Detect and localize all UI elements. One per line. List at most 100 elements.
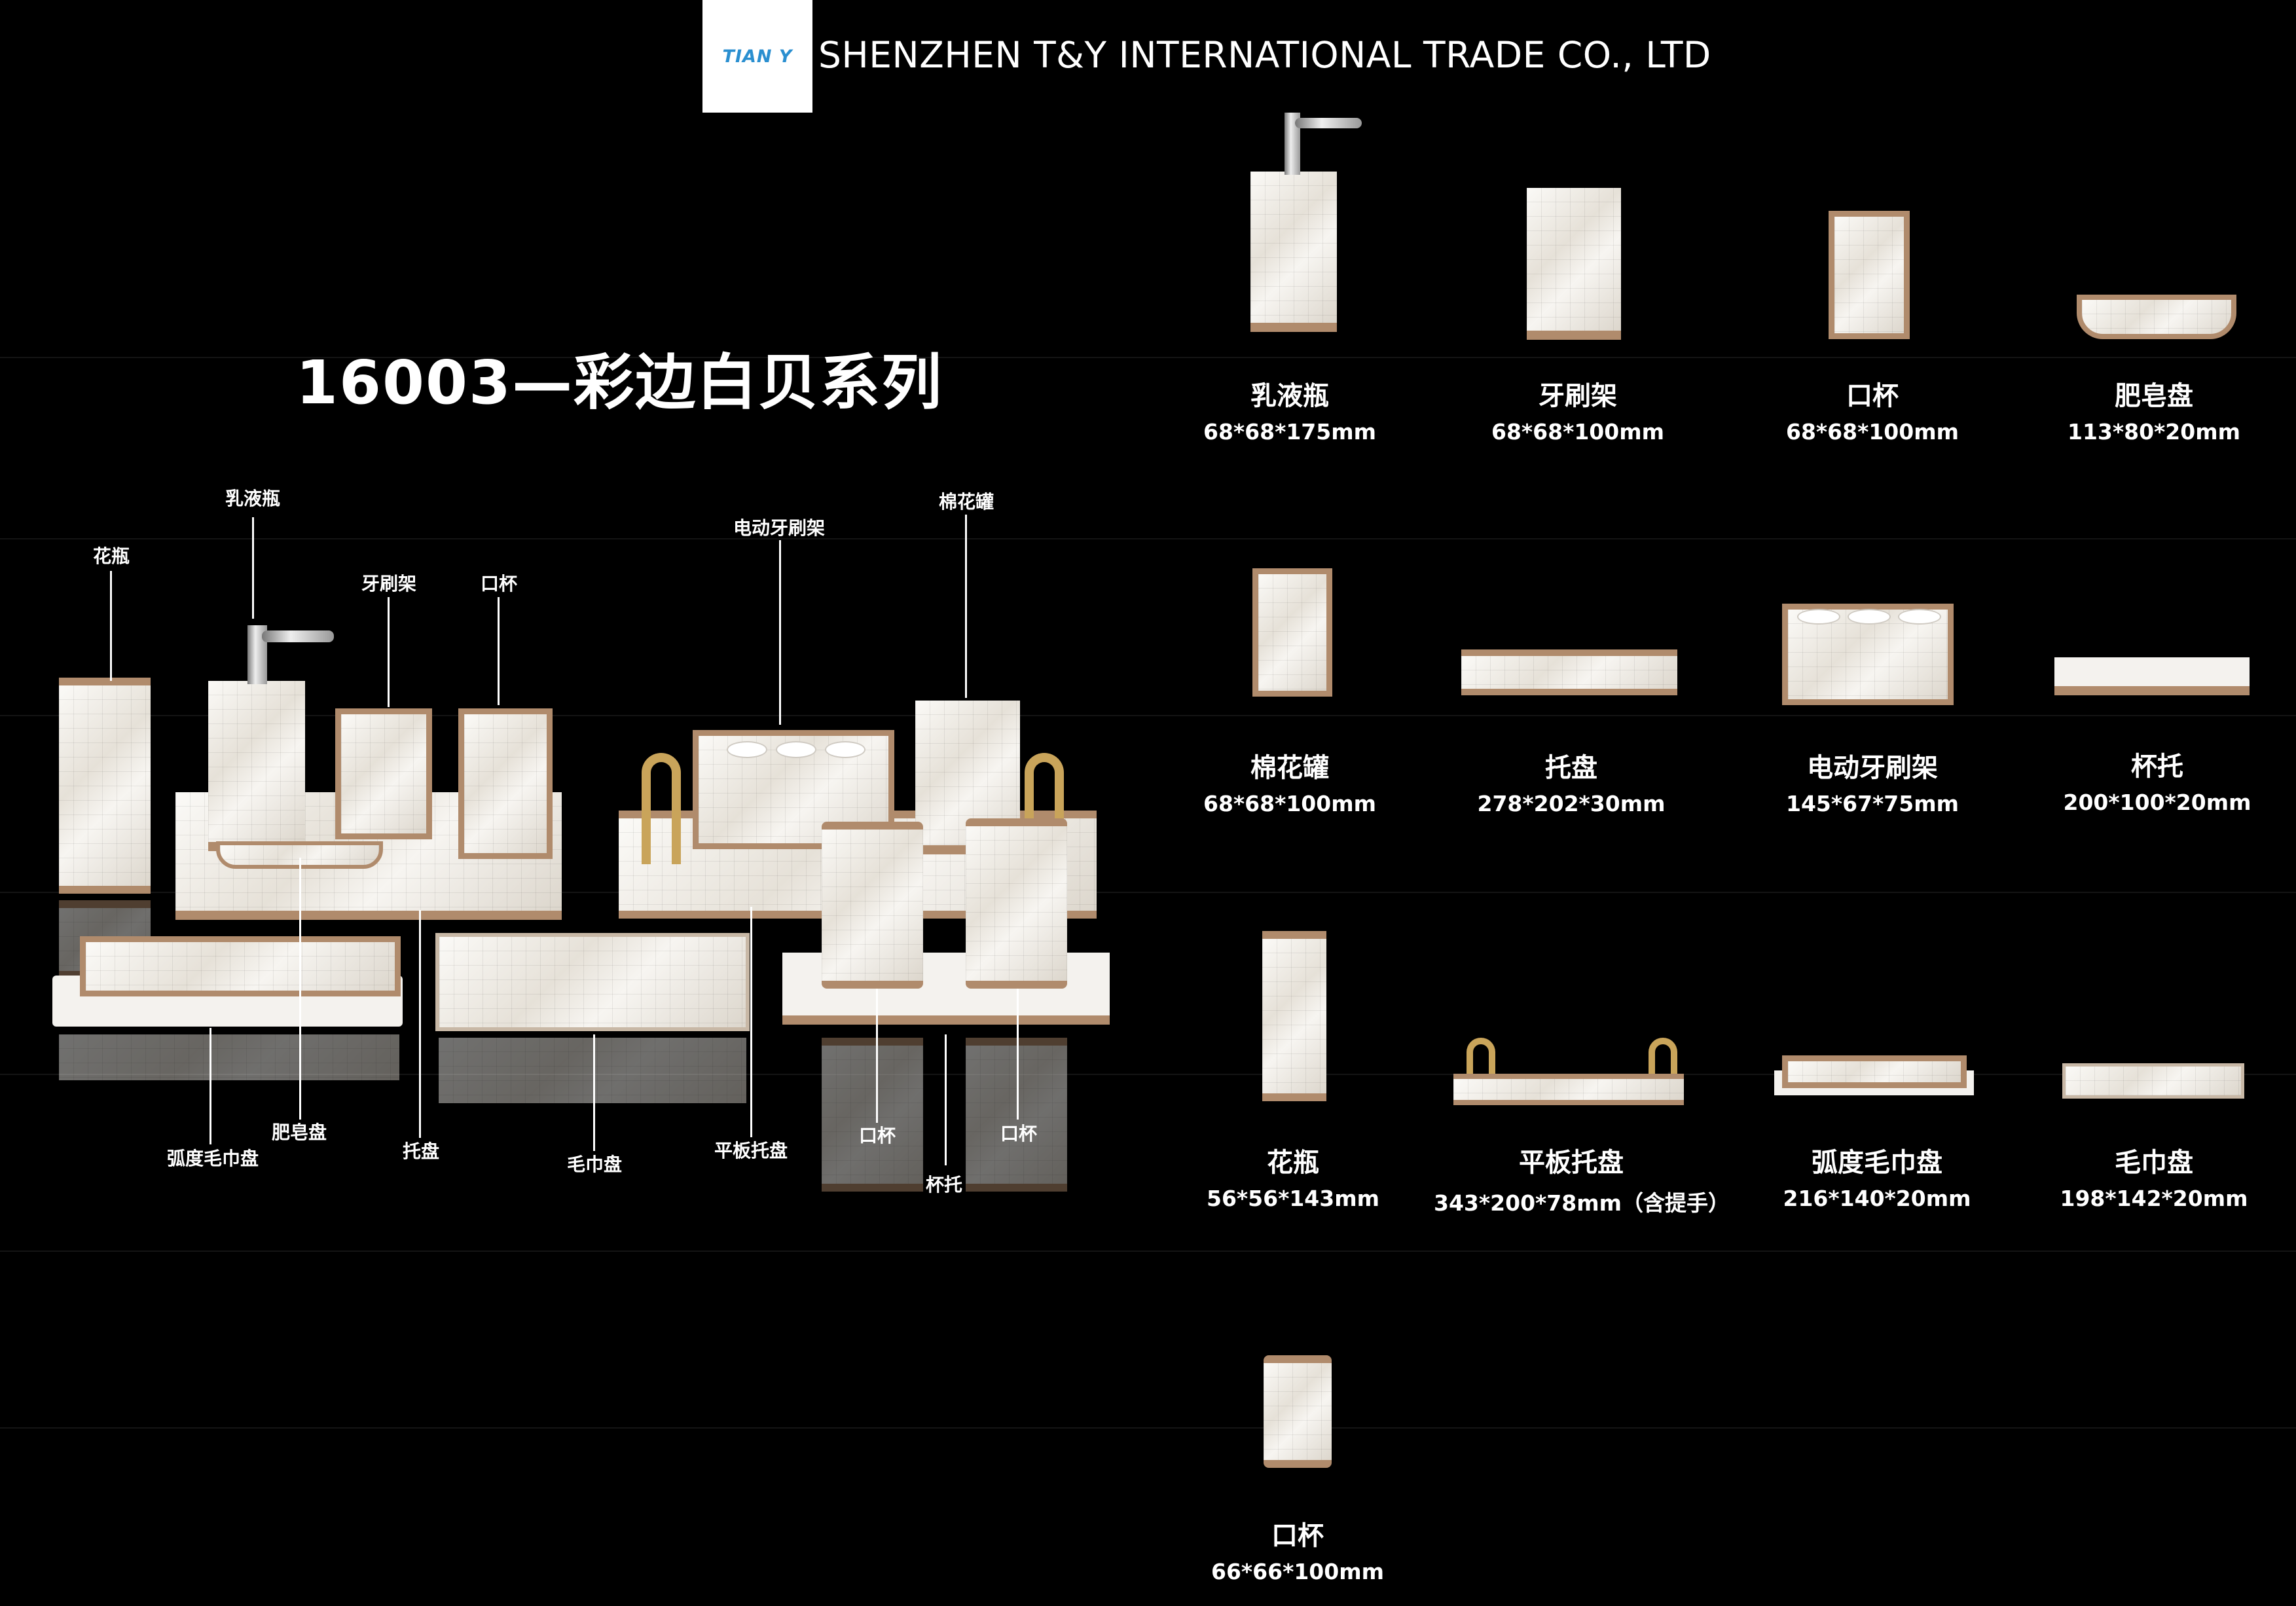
vase-icon bbox=[1262, 931, 1326, 1101]
brush-hole-icon bbox=[1848, 609, 1891, 625]
item-dimensions: 68*68*100mm bbox=[1203, 791, 1377, 816]
leader-line bbox=[299, 858, 301, 1120]
item-dimensions: 278*202*30mm bbox=[1477, 791, 1666, 816]
item-dimensions: 216*140*20mm bbox=[1783, 1186, 1971, 1211]
soap-dish-icon bbox=[2077, 295, 2236, 339]
item-name: 棉花罐 bbox=[1250, 753, 1329, 783]
round-cup-photo bbox=[822, 822, 923, 989]
leader-line bbox=[110, 571, 112, 681]
towel-tray-photo bbox=[435, 933, 750, 1031]
item-name: 电动牙刷架 bbox=[1807, 753, 1938, 783]
catalog-item: 乳液瓶 68*68*175mm bbox=[1152, 374, 1427, 445]
catalog-item: 平板托盘 343*200*78mm（含提手） bbox=[1434, 1141, 1730, 1217]
label-toothbrush-holder: 牙刷架 bbox=[361, 573, 417, 594]
label-soap-dish: 肥皂盘 bbox=[271, 1122, 327, 1143]
lotion-bottle-photo bbox=[208, 681, 305, 851]
label-flat-tray: 平板托盘 bbox=[714, 1140, 788, 1161]
label-cotton-jar: 棉花罐 bbox=[938, 491, 994, 513]
brush-hole-icon bbox=[727, 741, 767, 758]
brush-hole-icon bbox=[1898, 609, 1941, 625]
item-dimensions: 198*142*20mm bbox=[2060, 1186, 2248, 1211]
towel-tray-icon bbox=[2062, 1063, 2244, 1099]
item-name: 牙刷架 bbox=[1539, 381, 1617, 411]
leader-line bbox=[876, 989, 878, 1123]
catalog-item: 口杯 66*66*100mm bbox=[1160, 1514, 1435, 1584]
company-logo: TIAN Y bbox=[702, 0, 812, 113]
pump-spout-icon bbox=[1295, 118, 1362, 128]
leader-line bbox=[210, 1028, 211, 1144]
item-name: 弧度毛巾盘 bbox=[1812, 1148, 1942, 1178]
series-title: 16003—彩边白贝系列 bbox=[296, 348, 943, 418]
label-towel-tray: 毛巾盘 bbox=[566, 1154, 623, 1175]
logo-wordmark: TIAN Y bbox=[722, 46, 793, 67]
item-name: 花瓶 bbox=[1267, 1148, 1319, 1178]
cup-holder-icon bbox=[2054, 657, 2250, 695]
label-curved-towel-tray: 弧度毛巾盘 bbox=[166, 1148, 259, 1169]
item-dimensions: 68*68*100mm bbox=[1785, 419, 1959, 445]
tray-icon bbox=[1461, 649, 1677, 695]
label-lotion-bottle: 乳液瓶 bbox=[225, 488, 281, 509]
label-electric-holder: 电动牙刷架 bbox=[733, 517, 826, 539]
leader-line bbox=[1017, 989, 1019, 1120]
vase-photo bbox=[59, 678, 151, 894]
row-separator bbox=[0, 1250, 2296, 1252]
toothbrush-holder-icon bbox=[1527, 188, 1621, 340]
catalog-item: 棉花罐 68*68*100mm bbox=[1152, 746, 1427, 816]
leader-line bbox=[252, 517, 254, 619]
flat-tray-handle-icon bbox=[642, 753, 681, 864]
row-separator bbox=[0, 892, 2296, 893]
item-dimensions: 145*67*75mm bbox=[1785, 791, 1959, 816]
item-name: 平板托盘 bbox=[1519, 1148, 1624, 1178]
curved-towel-tray-reflection bbox=[59, 1034, 399, 1080]
brush-hole-icon bbox=[776, 741, 816, 758]
item-name: 毛巾盘 bbox=[2115, 1148, 2193, 1178]
toothbrush-holder-photo bbox=[335, 708, 432, 839]
leader-line bbox=[779, 540, 781, 725]
catalog-item: 弧度毛巾盘 216*140*20mm bbox=[1740, 1141, 2014, 1211]
round-cup-photo bbox=[966, 818, 1067, 989]
label-cup-top: 口杯 bbox=[480, 573, 518, 594]
label-vase: 花瓶 bbox=[92, 545, 130, 567]
item-dimensions: 343*200*78mm（含提手） bbox=[1434, 1190, 1730, 1216]
leader-line bbox=[750, 907, 752, 1137]
leader-line bbox=[965, 515, 967, 698]
tumbler-icon bbox=[1829, 211, 1910, 339]
towel-tray-reflection bbox=[439, 1038, 746, 1103]
flat-tray-handle-icon bbox=[1467, 1038, 1495, 1098]
leader-line bbox=[419, 910, 421, 1138]
row-separator bbox=[0, 715, 2296, 716]
item-name: 托盘 bbox=[1545, 753, 1597, 783]
round-tumbler-icon bbox=[1264, 1355, 1332, 1468]
leader-line bbox=[498, 597, 500, 705]
catalog-item: 花瓶 56*56*143mm bbox=[1156, 1141, 1430, 1211]
catalog-item: 毛巾盘 198*142*20mm bbox=[2016, 1141, 2291, 1211]
row-separator bbox=[0, 538, 2296, 539]
round-cup-reflection bbox=[966, 1038, 1067, 1192]
catalog-item: 电动牙刷架 145*67*75mm bbox=[1735, 746, 2010, 816]
label-cup-left: 口杯 bbox=[858, 1125, 896, 1146]
leader-line bbox=[945, 1034, 947, 1165]
item-dimensions: 66*66*100mm bbox=[1211, 1559, 1385, 1584]
company-name: SHENZHEN T&Y INTERNATIONAL TRADE CO., LT… bbox=[818, 34, 1711, 76]
brush-hole-icon bbox=[825, 741, 866, 758]
catalog-item: 肥皂盘 113*80*20mm bbox=[2016, 374, 2291, 445]
catalog-item: 杯托 200*100*20mm bbox=[2020, 745, 2295, 815]
item-dimensions: 200*100*20mm bbox=[2063, 790, 2251, 815]
cotton-jar-icon bbox=[1252, 568, 1332, 697]
pump-spout-icon bbox=[262, 630, 334, 642]
row-separator bbox=[0, 357, 2296, 358]
catalog-item: 口杯 68*68*100mm bbox=[1735, 374, 2010, 445]
item-dimensions: 68*68*100mm bbox=[1491, 419, 1665, 445]
item-name: 杯托 bbox=[2131, 752, 2183, 782]
label-cup-holder: 杯托 bbox=[925, 1174, 963, 1195]
item-name: 口杯 bbox=[1846, 381, 1899, 411]
cup-photo bbox=[458, 708, 553, 859]
leader-line bbox=[388, 597, 390, 707]
lotion-bottle-icon bbox=[1250, 172, 1337, 332]
label-cup-right: 口杯 bbox=[1000, 1123, 1038, 1144]
curved-towel-tray-icon bbox=[1782, 1055, 1967, 1088]
leader-line bbox=[593, 1034, 595, 1151]
item-dimensions: 56*56*143mm bbox=[1206, 1186, 1380, 1211]
curved-towel-tray-photo bbox=[80, 936, 401, 996]
